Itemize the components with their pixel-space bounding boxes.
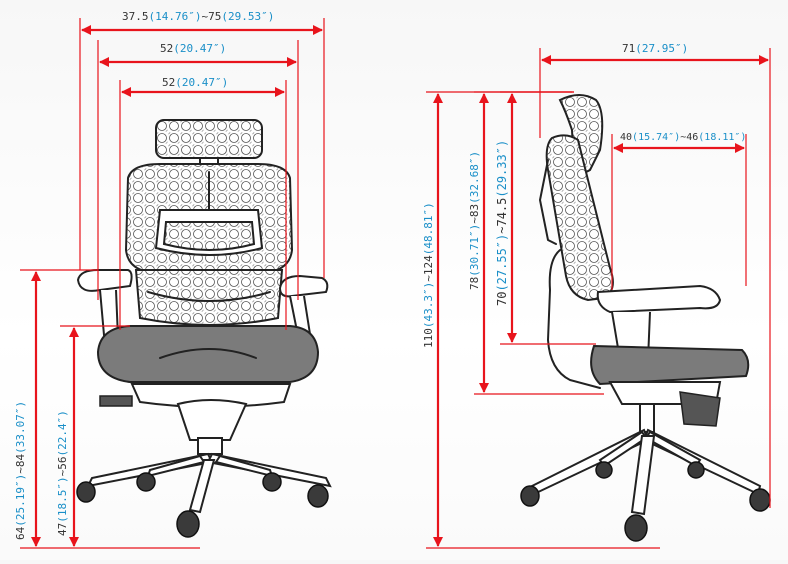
side-wheel-4 xyxy=(749,488,771,512)
front-seat xyxy=(96,325,320,383)
front-right-armrest xyxy=(278,274,329,298)
front-dimensions: 37.5(14.76″)~75(29.53″) 52(20.47″) 52(20… xyxy=(14,10,325,549)
arm-depth-label: 40(15.74″)~46(18.11″) xyxy=(620,132,746,143)
side-chair-drawing xyxy=(520,94,771,542)
side-dimensions: 71(27.95″) 40(15.74″)~46(18.11″) 110(43.… xyxy=(422,42,771,549)
front-wheel-5 xyxy=(176,510,200,538)
arm-height-label: 64(25.19″)~84(33.07″) xyxy=(14,401,27,540)
side-wheel-5 xyxy=(624,514,648,542)
total-height-label: 110(43.3″)~124(48.81″) xyxy=(422,202,435,348)
side-wheel-3 xyxy=(687,461,705,479)
front-headrest xyxy=(155,119,263,159)
front-wheel-2 xyxy=(136,472,156,492)
side-seat xyxy=(590,344,750,386)
front-wheel-1 xyxy=(76,481,96,503)
back-height-1-label: 78(30.71″)~83(32.68″) xyxy=(468,151,481,290)
front-wheel-4 xyxy=(307,484,329,508)
side-wheel-1 xyxy=(520,485,540,507)
front-left-armrest xyxy=(76,269,133,292)
side-headrest xyxy=(558,94,604,174)
front-lower-back xyxy=(134,269,284,326)
seat-width-label: 52(20.47″) xyxy=(162,76,228,89)
seat-height-label: 47(18.5″)~56(22.4″) xyxy=(56,410,69,536)
depth-label: 71(27.95″) xyxy=(622,42,688,55)
back-width-label: 52(20.47″) xyxy=(160,42,226,55)
side-backrest xyxy=(545,134,614,302)
front-wheel-3 xyxy=(262,472,282,492)
overall-width-label: 37.5(14.76″)~75(29.53″) xyxy=(122,10,274,23)
back-height-2-label: 70(27.55″)~74.5(29.33″) xyxy=(495,140,509,306)
front-chair-drawing xyxy=(76,119,332,538)
side-armrest xyxy=(596,284,722,314)
side-wheel-2 xyxy=(595,461,613,479)
